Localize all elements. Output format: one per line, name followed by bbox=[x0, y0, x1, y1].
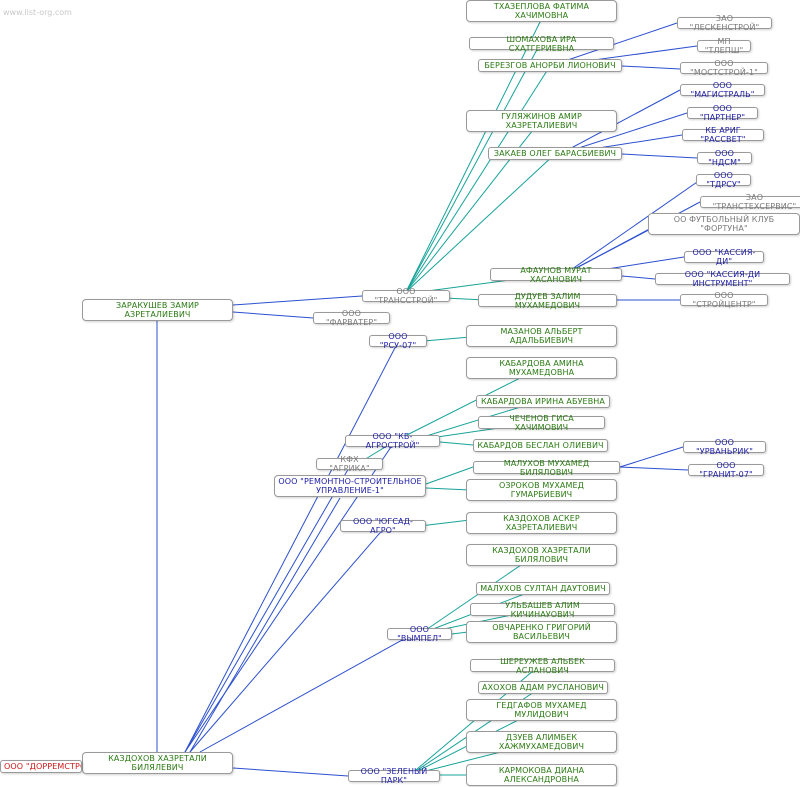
person-node-ozrokov[interactable]: ОЗРОКОВ МУХАМЕД ГУМАРБИЕВИЧ bbox=[466, 479, 617, 501]
edge bbox=[619, 466, 689, 471]
edge bbox=[405, 153, 556, 293]
company-node-kassiya-di[interactable]: ООО "КАССИЯ-ДИ" bbox=[684, 248, 764, 266]
edge bbox=[419, 519, 471, 527]
edge bbox=[439, 441, 474, 446]
person-node-afaunov[interactable]: АФАУНОВ МУРАТ ХАСАНОВИЧ bbox=[490, 266, 622, 284]
person-node-kazdokhov-asker[interactable]: КАЗДОХОВ АСКЕР ХАЗРЕТАЛИЕВИЧ bbox=[466, 512, 617, 534]
person-node-kabardov[interactable]: КАБАРДОВ БЕСЛАН ОЛИЕВИЧ bbox=[473, 439, 608, 452]
company-node-rsu07[interactable]: ООО "РСУ-07" bbox=[369, 332, 427, 350]
company-node-fortuna[interactable]: ОО ФУТБОЛЬНЫЙ КЛУБ "ФОРТУНА" bbox=[648, 213, 800, 235]
company-node-urvanrik[interactable]: ООО "УРВАНЬРИК" bbox=[683, 438, 766, 456]
edge bbox=[425, 487, 471, 491]
person-node-malukhov-sultan[interactable]: МАЛУХОВ СУЛТАН ДАУТОВИЧ bbox=[476, 582, 610, 595]
person-node-zarakushev[interactable]: ЗАРАКУШЕВ ЗАМИР АЗРЕТАЛИЕВИЧ bbox=[82, 299, 233, 321]
edge bbox=[564, 179, 701, 275]
person-node-zakaev[interactable]: ЗАКАЕВ ОЛЕГ БАРАСБИЕВИЧ bbox=[488, 147, 622, 160]
edge bbox=[189, 526, 386, 753]
person-node-kazdokhov-khazretali[interactable]: КАЗДОХОВ ХАЗРЕТАЛИ БИЛЯЛОВИЧ bbox=[466, 544, 617, 566]
company-node-partner[interactable]: ООО "ПАРТНЕР" bbox=[687, 104, 758, 122]
edge bbox=[184, 465, 351, 753]
edge bbox=[232, 311, 314, 319]
company-node-transstroy[interactable]: ООО "ТРАНССТРОЙ" bbox=[362, 287, 450, 305]
edge bbox=[405, 43, 541, 293]
company-node-mostroy[interactable]: ООО "МОСТСТРОЙ-1" bbox=[680, 59, 768, 77]
edge bbox=[621, 275, 656, 280]
company-node-leskenstroy[interactable]: ЗАО "ЛЕСКЕНСТРОЙ" bbox=[677, 14, 772, 32]
person-node-kazdokhov-main[interactable]: КАЗДОХОВ ХАЗРЕТАЛИ БИЛЯЛЕВИЧ bbox=[82, 752, 233, 774]
edge bbox=[621, 65, 681, 70]
edge bbox=[394, 367, 541, 442]
company-node-kb-agrostroy[interactable]: ООО "КБ-АГРОСТРОЙ" bbox=[345, 432, 440, 450]
edge bbox=[451, 631, 469, 635]
company-node-yugsad[interactable]: ООО "ЮГСАД-АГРО" bbox=[340, 517, 426, 535]
edge bbox=[621, 153, 698, 159]
company-node-transtekhservis[interactable]: ЗАО "ТРАНСТЕХСЕРВИС" bbox=[700, 193, 800, 211]
person-node-chechenov[interactable]: ЧЕЧЕНОВ ГИСА ХАЧИМОВИЧ bbox=[478, 414, 605, 432]
edge bbox=[619, 446, 684, 468]
edge bbox=[564, 223, 661, 275]
company-node-farvater[interactable]: ООО "ФАРВАТЕР" bbox=[313, 309, 390, 327]
company-node-ndsm[interactable]: ООО "НДСМ" bbox=[697, 149, 752, 167]
edge bbox=[232, 295, 363, 306]
company-node-granit07[interactable]: ООО "ГРАНИТ-07" bbox=[688, 461, 764, 479]
person-node-karmokova[interactable]: КАРМОКОВА ДИАНА АЛЕКСАНДРОВНА bbox=[466, 764, 617, 786]
company-node-rsu1[interactable]: ООО "РЕМОНТНО-СТРОИТЕЛЬНОЕ УПРАВЛЕНИЕ-1" bbox=[274, 475, 426, 497]
person-node-ulbashev[interactable]: УЛЬБАШЕВ АЛИМ КИЧИНАУОВИЧ bbox=[470, 601, 615, 619]
company-node-vympel[interactable]: ООО "ВЫМПЕЛ" bbox=[387, 625, 452, 643]
company-node-tlepsh[interactable]: МП "ТЛЕПШ" bbox=[697, 37, 751, 55]
person-node-tkhazeplova[interactable]: ТХАЗЕПЛОВА ФАТИМА ХАЧИМОВНА bbox=[466, 0, 617, 22]
person-node-gedgafov[interactable]: ГЕДГАФОВ МУХАМЕД МУЛИДОВИЧ bbox=[466, 699, 617, 721]
person-node-mazanov[interactable]: МАЗАНОВ АЛЬБЕРТ АДАЛЬБИЕВИЧ bbox=[466, 325, 617, 347]
company-node-rasvet[interactable]: КБ АРИГ "РАССВЕТ" bbox=[682, 126, 764, 144]
person-node-duduev[interactable]: ДУДУЕВ ЗАЛИМ МУХАМЕДОВИЧ bbox=[478, 292, 617, 310]
company-node-dorremstroy[interactable]: ООО "ДОРРЕМСТРО bbox=[0, 760, 82, 773]
person-node-shomakhova[interactable]: ШОМАХОВА ИРА СХАТГЕРИЕВНА bbox=[469, 35, 614, 53]
edge bbox=[559, 89, 681, 155]
person-node-ovcharenko[interactable]: ОВЧАРЕНКО ГРИГОРИЙ ВАСИЛЬЕВИЧ bbox=[466, 621, 617, 643]
person-node-dzuev[interactable]: ДЗУЕВ АЛИМБЕК ХАЖМУХАМЕДОВИЧ bbox=[466, 731, 617, 753]
person-node-shereuzhev[interactable]: ШЕРЕУЖЕВ АЛЬБЕК АСЛАНОВИЧ bbox=[470, 657, 615, 675]
company-node-kfkh-agrika[interactable]: КФХ "АГРИКА" bbox=[316, 455, 383, 473]
edge bbox=[232, 767, 349, 777]
person-node-kabardova-irina[interactable]: КАБАРДОВА ИРИНА АБУЕВНА bbox=[476, 395, 610, 408]
company-node-tdrsu[interactable]: ООО "ТДРСУ" bbox=[696, 171, 751, 189]
person-node-malukhov-mukhamed[interactable]: МАЛУХОВ МУХАМЕД БИЛЯЛОВИЧ bbox=[473, 459, 620, 477]
watermark: www.list-org.com bbox=[3, 8, 72, 17]
person-node-gulyazhinov[interactable]: ГУЛЯЖИНОВ АМИР ХАЗРЕТАЛИЕВИЧ bbox=[466, 110, 617, 132]
person-node-kabardova-amina[interactable]: КАБАРДОВА АМИНА МУХАМЕДОВНА bbox=[466, 357, 617, 379]
person-node-berezgov[interactable]: БЕРЕЗГОВ АНОРБИ ЛИОНОВИЧ bbox=[478, 59, 622, 72]
edge bbox=[199, 633, 414, 753]
company-node-zeleny-park[interactable]: ООО "ЗЕЛЕНЫЙ ПАРК" bbox=[348, 767, 440, 785]
company-node-kassiya-instrument[interactable]: ООО "КАССИЯ-ДИ ИНСТРУМЕНТ" bbox=[655, 270, 790, 288]
edge bbox=[189, 497, 341, 753]
person-node-akhokhov[interactable]: АХОХОВ АДАМ РУСЛАНОВИЧ bbox=[478, 681, 608, 694]
edge bbox=[184, 341, 399, 753]
company-node-magistral[interactable]: ООО "МАГИСТРАЛЬ" bbox=[680, 81, 765, 99]
edge bbox=[405, 65, 551, 293]
company-node-stroycentr[interactable]: ООО "СТРОЙЦЕНТР" bbox=[680, 291, 768, 309]
edge bbox=[425, 466, 474, 485]
